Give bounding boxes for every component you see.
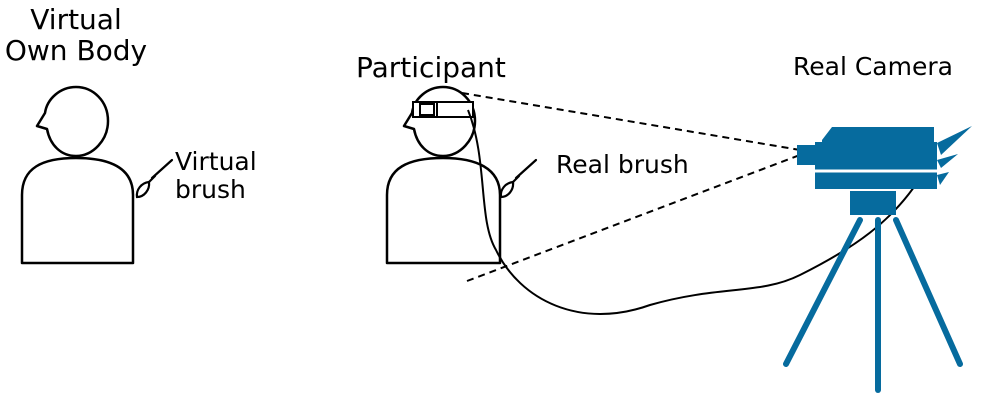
virtual-brush-icon <box>135 158 174 199</box>
participant-torso <box>385 156 502 265</box>
participant-head <box>402 85 477 158</box>
virtual-body-head <box>35 85 110 158</box>
virtual-brush-label: Virtual brush <box>175 148 257 203</box>
virtual-body-torso <box>20 156 135 265</box>
real-camera-icon <box>783 126 972 393</box>
real-camera-label: Real Camera <box>793 52 953 81</box>
virtual-own-body-label: Virtual Own Body <box>0 3 152 67</box>
camera-view-lines <box>461 92 801 282</box>
head-mounted-display-icon <box>412 101 474 118</box>
virtual-own-body-label-line1: Virtual <box>30 3 122 36</box>
virtual-own-body-label-line2: Own Body <box>4 33 148 67</box>
virtual-body-figure <box>20 85 135 265</box>
virtual-brush-label-line1: Virtual <box>175 147 257 176</box>
virtual-brush-label-line2: brush <box>175 174 246 204</box>
real-brush-label: Real brush <box>556 150 689 179</box>
real-brush-icon <box>499 158 538 199</box>
participant-label: Participant <box>356 51 506 84</box>
